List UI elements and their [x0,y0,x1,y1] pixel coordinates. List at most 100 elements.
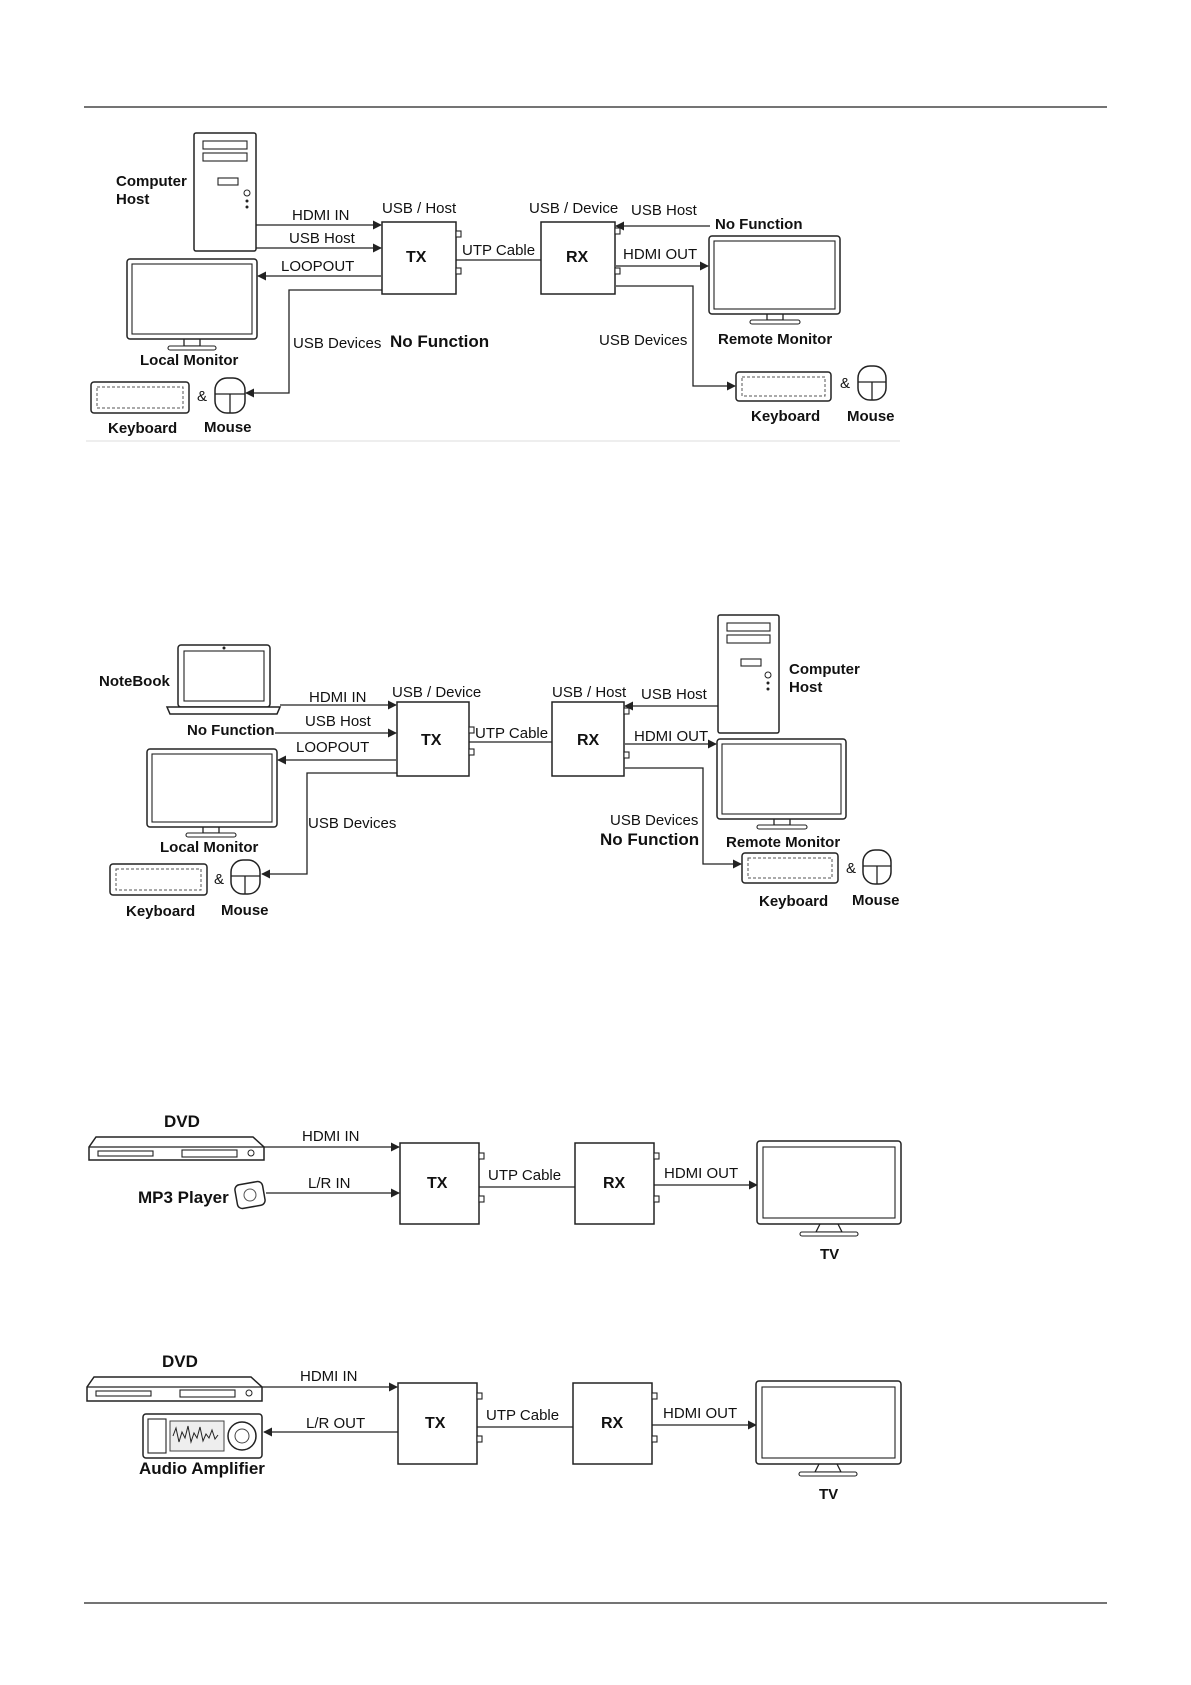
tx-port-icon [455,230,462,238]
tx-port-icon [476,1392,483,1400]
audio-amplifier-icon [142,1413,263,1459]
hdmi-out-label: HDMI OUT [634,728,708,745]
keyboard-icon [90,381,190,414]
local-monitor-icon [126,258,258,351]
dvd-player-icon [86,1376,263,1402]
keyboard-ampersand: & [197,388,207,405]
tx-port-icon [455,267,462,275]
keyboard-remote-label: Keyboard [751,408,820,425]
computer-host-label-line1: Computer [789,661,860,678]
tx-port-icon [468,748,475,756]
rx-usb-host-label: USB Host [631,202,698,219]
usb-devices-remote-label: USB Devices [599,332,687,349]
tx-label: TX [427,1175,448,1192]
tv-icon [756,1140,902,1237]
keyboard-icon [109,863,208,896]
diagram-3: DVD HDMI IN MP3 Player L/R IN TX UTP Cab… [88,1112,902,1263]
remote-monitor-label: Remote Monitor [718,331,832,348]
mp3-player-label: MP3 Player [138,1188,229,1207]
no-function-remote-label: No Function [600,830,699,849]
diagram-1: Computer Host Local Monitor & Keyboard M… [86,132,900,442]
lr-out-label: L/R OUT [306,1415,365,1432]
hdmi-in-label: HDMI IN [300,1368,358,1385]
audio-amplifier-label: Audio Amplifier [139,1459,265,1478]
rx-port-icon [651,1435,658,1443]
dvd-label: DVD [164,1112,200,1131]
usb-devices-local-label: USB Devices [308,815,396,832]
mouse-icon [214,377,246,414]
rx-port-icon [653,1195,660,1203]
dvd-player-icon [88,1136,265,1161]
hdmi-in-label: HDMI IN [292,207,350,224]
keyboard-ampersand: & [214,871,224,888]
loopout-label: LOOPOUT [296,739,369,756]
no-function-left-label: No Function [187,722,274,739]
tx-label: TX [406,249,427,266]
tx-port-label: USB / Host [382,200,457,217]
hdmi-in-label: HDMI IN [302,1128,360,1145]
hdmi-out-label: HDMI OUT [663,1405,737,1422]
tx-port-icon [478,1195,485,1203]
diagram-2: NoteBook TX USB / Device RX USB / Host H… [99,614,900,920]
rx-port-icon [614,267,621,275]
rx-port-icon [623,707,630,715]
rx-box [551,701,625,777]
no-function-local-label: No Function [390,332,489,351]
local-monitor-label: Local Monitor [160,839,258,856]
dvd-label: DVD [162,1352,198,1371]
rx-port-icon [651,1392,658,1400]
keyboard-remote-ampersand: & [840,375,850,392]
mp3-player-icon [234,1180,266,1210]
keyboard-remote-label: Keyboard [759,893,828,910]
notebook-label: NoteBook [99,673,170,690]
loopout-label: LOOPOUT [281,258,354,275]
rx-box [540,221,616,295]
tx-label: TX [425,1415,446,1432]
tx-port-icon [478,1152,485,1160]
rx-label: RX [566,249,589,266]
rx-port-label: USB / Device [529,200,618,217]
tx-port-icon [476,1435,483,1443]
mouse-remote-icon [857,365,887,401]
keyboard-label: Keyboard [126,903,195,920]
notebook-icon [165,644,282,715]
mouse-remote-icon [862,849,892,885]
tx-label: TX [421,732,442,749]
rx-box [572,1382,653,1465]
usb-devices-arrow [245,289,382,398]
keyboard-remote-icon [741,852,839,884]
tx-box [381,221,457,295]
rx-label: RX [603,1175,626,1192]
computer-host-label-line2: Host [789,679,822,696]
tx-box [396,701,470,777]
rx-port-icon [653,1152,660,1160]
rx-port-icon [614,227,621,235]
remote-monitor-icon [716,738,847,830]
utp-cable-label: UTP Cable [486,1407,559,1424]
utp-cable-label: UTP Cable [462,242,535,259]
usb-host-label: USB Host [289,230,356,247]
remote-monitor-label: Remote Monitor [726,834,840,851]
rx-usb-host-label: USB Host [641,686,708,703]
rx-port-icon [623,751,630,759]
computer-host-label: Computer Host [116,173,191,208]
hdmi-out-label: HDMI OUT [664,1165,738,1182]
usb-host-label: USB Host [305,713,372,730]
tv-icon [755,1380,902,1477]
computer-host-label: Computer Host [789,661,864,696]
usb-devices-arrow [261,772,397,879]
rx-port-label: USB / Host [552,684,627,701]
mouse-label: Mouse [204,419,252,436]
tx-port-icon [468,726,475,734]
mouse-icon [230,859,261,895]
tx-box [399,1142,480,1225]
tv-label: TV [820,1246,839,1263]
mouse-remote-label: Mouse [852,892,900,909]
utp-cable-label: UTP Cable [475,725,548,742]
computer-host-label-line1: Computer [116,173,187,190]
computer-host-label-line2: Host [116,191,149,208]
mouse-remote-label: Mouse [847,408,895,425]
hdmi-in-label: HDMI IN [309,689,367,706]
tx-port-label: USB / Device [392,684,481,701]
